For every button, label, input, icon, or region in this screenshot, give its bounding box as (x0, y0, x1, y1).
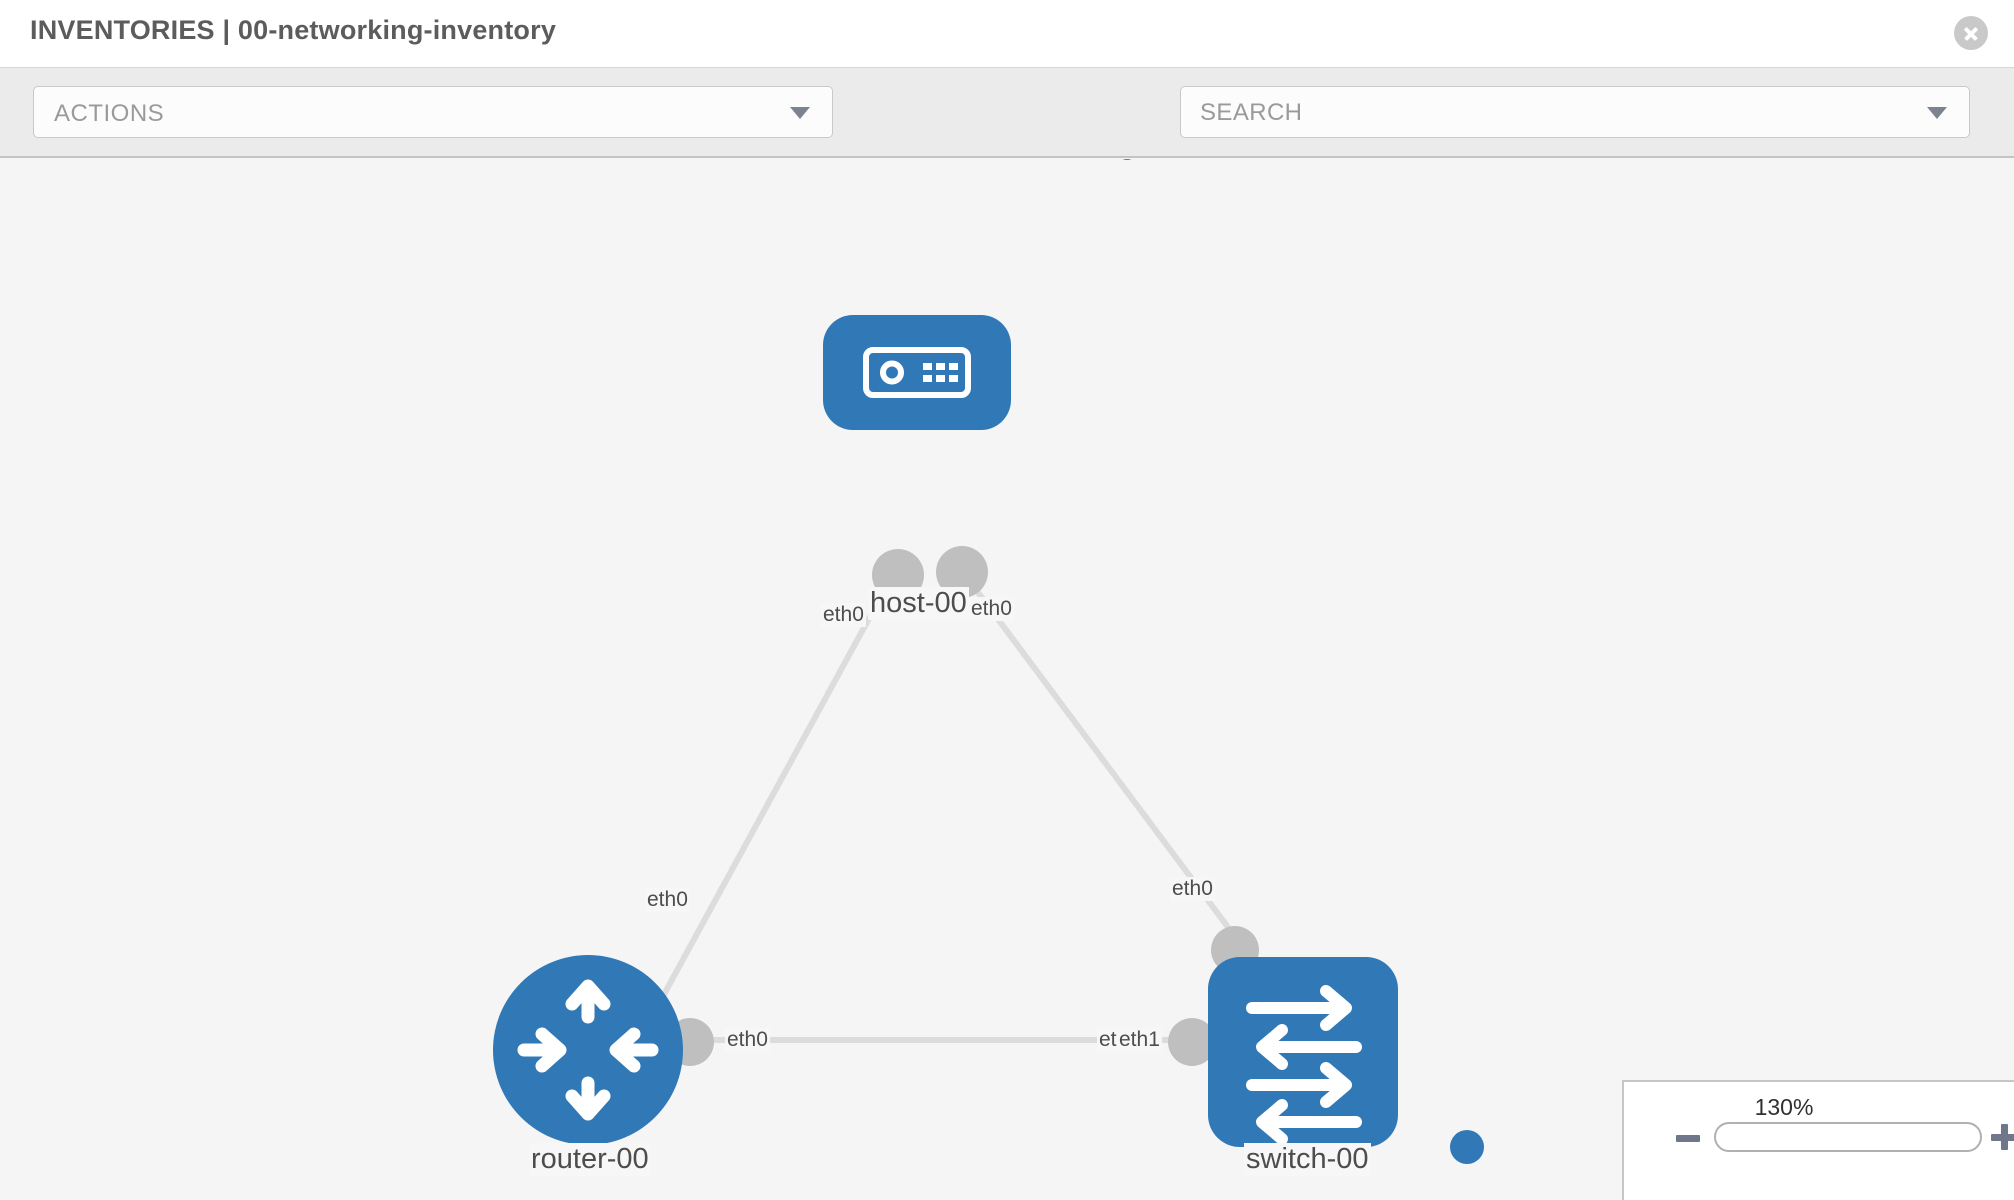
edge-label-host-right: eth0 (969, 597, 1014, 621)
zoom-control-panel: 130% (1622, 1080, 2014, 1200)
server-icon (863, 347, 971, 398)
page-title: INVENTORIES | 00-networking-inventory (30, 15, 557, 45)
port-switch-left (1168, 1018, 1216, 1066)
router-arrows-icon (517, 979, 659, 1121)
graph-edges (647, 573, 1250, 1043)
node-label-host: host-00 (868, 587, 969, 620)
plus-icon[interactable] (1991, 1124, 2014, 1150)
port-host-right (936, 546, 988, 598)
minus-icon[interactable] (1676, 1135, 1700, 1142)
chevron-down-icon (790, 107, 810, 119)
zoom-slider[interactable] (1714, 1122, 1982, 1152)
zoom-level-label: 130% (1754, 1094, 1814, 1120)
window-header: INVENTORIES | 00-networking-inventory (0, 0, 2014, 68)
node-label-router: router-00 (529, 1143, 651, 1176)
edge-label-switch-left: eth1 (1117, 1028, 1162, 1052)
node-router-00 (493, 955, 683, 1145)
topology-graph (493, 315, 1398, 1147)
close-icon[interactable] (1954, 16, 1988, 50)
graph-ports (666, 546, 1259, 1066)
topology-canvas[interactable]: eth0 eth0 eth0 eth0 eth0 eth0 eth1 host-… (0, 160, 2014, 1200)
node-switch-00 (1208, 957, 1398, 1147)
node-host-00 (823, 315, 1011, 430)
node-label-switch: switch-00 (1244, 1143, 1371, 1176)
edge-label-switch-up: eth0 (1170, 877, 1215, 901)
switch-arrows-icon (1246, 985, 1362, 1145)
chevron-down-icon[interactable] (1927, 107, 1947, 119)
search-box[interactable] (1180, 86, 1970, 138)
edge-label-host-left: eth0 (821, 603, 866, 627)
actions-dropdown[interactable]: ACTIONS (33, 86, 833, 138)
actions-dropdown-label: ACTIONS (54, 100, 165, 127)
edge-label-router-up: eth0 (645, 888, 690, 912)
edge-host-router (647, 578, 893, 1022)
edge-label-router-right: eth0 (725, 1028, 770, 1052)
search-input[interactable] (1200, 99, 1900, 127)
toolbar: ACTIONS (0, 68, 2014, 192)
zoom-slider-thumb[interactable] (1450, 1130, 1484, 1164)
